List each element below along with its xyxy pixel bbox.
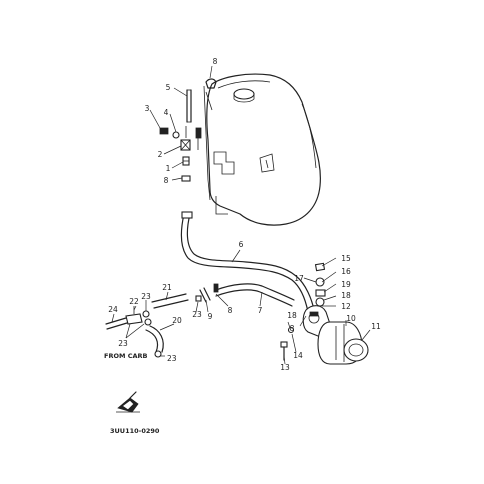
- callout-7: 7: [258, 306, 263, 315]
- fuel-tank-icon: [203, 73, 321, 226]
- callout-10: 10: [346, 314, 356, 323]
- fuel-filter-icon: [317, 321, 369, 365]
- callout-1: 1: [166, 164, 171, 173]
- callout-19: 19: [341, 280, 351, 289]
- vent-hose: [186, 89, 192, 123]
- fuel-hose: [180, 211, 315, 313]
- callout-3: 3: [145, 104, 150, 113]
- callout-13: 13: [280, 363, 290, 372]
- callout-21: 21: [162, 283, 172, 292]
- callout-22: 22: [129, 297, 139, 306]
- figure-code: 3UU110-0290: [110, 427, 160, 435]
- callout-12: 12: [341, 302, 351, 311]
- callout-23: 23: [192, 310, 202, 319]
- callout-14: 14: [293, 351, 303, 360]
- mounting-bolt: [280, 326, 295, 361]
- callout-8: 8: [228, 306, 233, 315]
- callout-17: 17: [294, 274, 304, 283]
- callout-4: 4: [164, 108, 169, 117]
- callout-9: 9: [208, 312, 213, 321]
- carb-hoses: [105, 293, 189, 358]
- callout-6: 6: [239, 240, 244, 249]
- callout-5: 5: [166, 83, 171, 92]
- callout-8: 8: [290, 324, 295, 333]
- from-carb-label: FROM CARB: [104, 352, 148, 360]
- hose-fittings: [195, 283, 219, 303]
- callout-15: 15: [341, 254, 351, 263]
- clip: [205, 78, 217, 111]
- fuel-cock-assembly: [159, 126, 202, 182]
- callout-18: 18: [287, 311, 297, 320]
- oil-can-icon: [116, 391, 140, 413]
- callout-8: 8: [213, 57, 218, 66]
- callout-16: 16: [341, 267, 351, 276]
- callout-labels: 5 8 3 4 2 1 8 6 7 8 9 23 8 18 13 14 15 1…: [108, 57, 381, 372]
- leader-lines: [111, 65, 371, 365]
- callout-24: 24: [108, 305, 118, 314]
- callout-23: 23: [141, 292, 151, 301]
- callout-18: 18: [341, 291, 351, 300]
- callout-8: 8: [164, 176, 169, 185]
- callout-11: 11: [371, 322, 381, 331]
- pump-hose: [215, 283, 295, 307]
- callout-23: 23: [118, 339, 128, 348]
- callout-2: 2: [158, 150, 163, 159]
- callout-20: 20: [172, 316, 182, 325]
- callout-23: 23: [167, 354, 177, 363]
